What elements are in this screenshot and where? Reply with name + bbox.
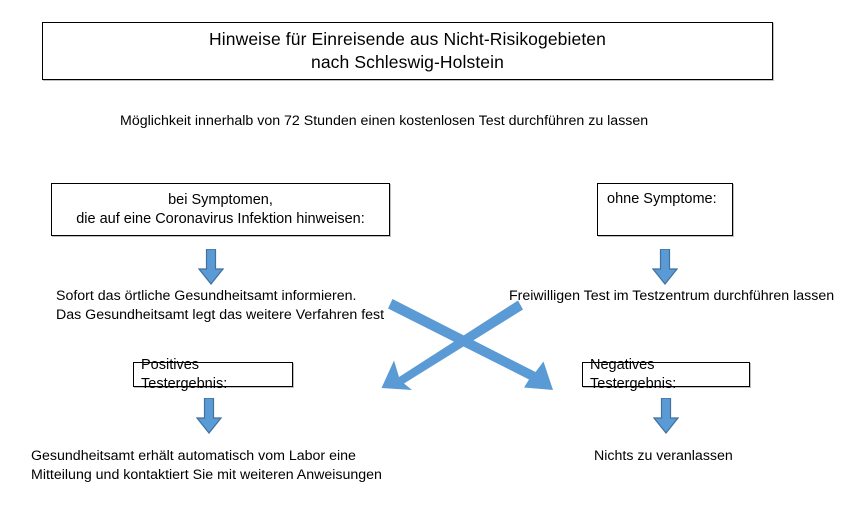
action-text-symptomatic: Sofort das örtliche Gesundheitsamt infor…: [56, 288, 385, 323]
node-bei-symptomen: bei Symptomen, die auf eine Coronavirus …: [51, 183, 390, 236]
diagonal-arrow-down-left: [381, 300, 523, 390]
node-positives-testergebnis-label: Positives Testergebnis:: [141, 356, 228, 392]
outcome-text-positive: Gesundheitsamt erhält automatisch vom La…: [31, 448, 382, 483]
down-arrow-asymptomatic: [652, 249, 678, 285]
outcome-text-negative: Nichts zu veranlassen: [594, 448, 733, 464]
page-title: Hinweise für Einreisende aus Nicht-Risik…: [209, 29, 606, 72]
down-arrow-negative: [653, 398, 679, 434]
node-negatives-testergebnis: Negatives Testergebnis:: [582, 357, 750, 392]
node-ohne-symptome-label: ohne Symptome:: [607, 191, 717, 207]
node-negatives-testergebnis-label: Negatives Testergebnis:: [590, 356, 677, 392]
action-text-asymptomatic: Freiwilligen Test im Testzentrum durchfü…: [509, 288, 835, 304]
diagonal-arrow-down-right: [388, 299, 553, 390]
subtitle-text: Möglichkeit innerhalb von 72 Stunden ein…: [120, 113, 649, 129]
node-ohne-symptome: ohne Symptome:: [597, 183, 733, 236]
down-arrow-positive: [196, 398, 222, 434]
node-positives-testergebnis: Positives Testergebnis:: [133, 357, 293, 392]
node-bei-symptomen-label: bei Symptomen, die auf eine Coronavirus …: [76, 191, 365, 227]
down-arrow-symptomatic: [198, 249, 224, 285]
page-title-box: Hinweise für Einreisende aus Nicht-Risik…: [42, 22, 773, 80]
